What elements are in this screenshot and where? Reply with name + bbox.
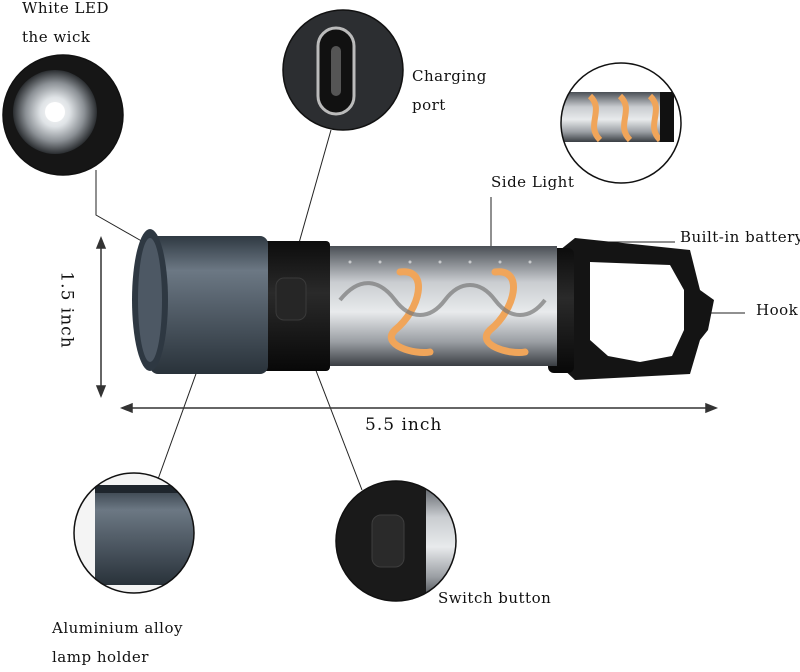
inset-lamp-holder <box>73 472 195 594</box>
label-switch-button: Switch button <box>438 589 552 607</box>
height-dimension-arrow <box>95 235 107 399</box>
label-charging-port: Charging port <box>412 67 487 114</box>
inset-side-light <box>560 62 682 184</box>
spiral-led-strip <box>388 268 529 357</box>
height-dimension-label: 1.5 inch <box>56 271 77 349</box>
label-hook: Hook <box>756 301 799 319</box>
inset-white-led <box>2 54 124 176</box>
label-built-in-battery: Built-in battery <box>680 228 800 246</box>
label-white-led: White LED the wick <box>22 0 109 46</box>
label-lamp-holder: Aluminium alloy lamp holder <box>52 619 183 666</box>
switch-button <box>275 277 307 321</box>
length-dimension-label: 5.5 inch <box>365 415 443 435</box>
inset-charging-port <box>282 9 404 131</box>
flashlight-body <box>132 229 714 380</box>
inset-switch-button <box>335 480 457 602</box>
aluminium-lamp-holder <box>150 236 268 374</box>
label-side-light: Side Light <box>491 173 575 191</box>
length-dimension-arrow <box>119 402 719 414</box>
